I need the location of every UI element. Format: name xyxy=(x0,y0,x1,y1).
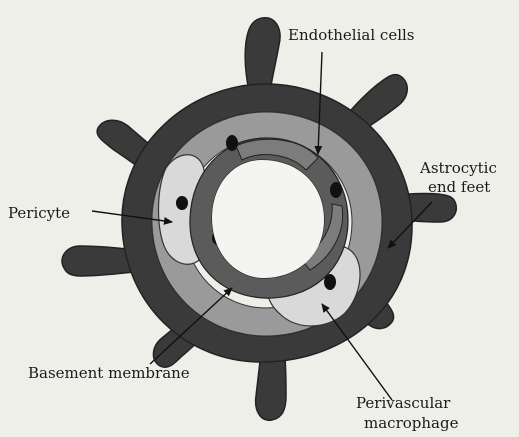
astrocytic-label-line1: Astrocytic xyxy=(419,159,497,177)
pericyte-nucleus xyxy=(176,196,188,210)
basement-membrane-label: Basement membrane xyxy=(28,364,190,382)
perivascular-label-line2: macrophage xyxy=(364,414,459,432)
pericyte-label: Pericyte xyxy=(8,204,70,222)
endothelial-cells-label: Endothelial cells xyxy=(288,26,414,44)
perivascular-label-line1: Perivascular xyxy=(356,394,451,412)
astrocytic-label-line2: end feet xyxy=(428,178,490,196)
capillary-lumen xyxy=(212,160,324,278)
endothelial-nucleus-2 xyxy=(330,182,342,198)
endothelial-nucleus-1 xyxy=(226,135,238,151)
